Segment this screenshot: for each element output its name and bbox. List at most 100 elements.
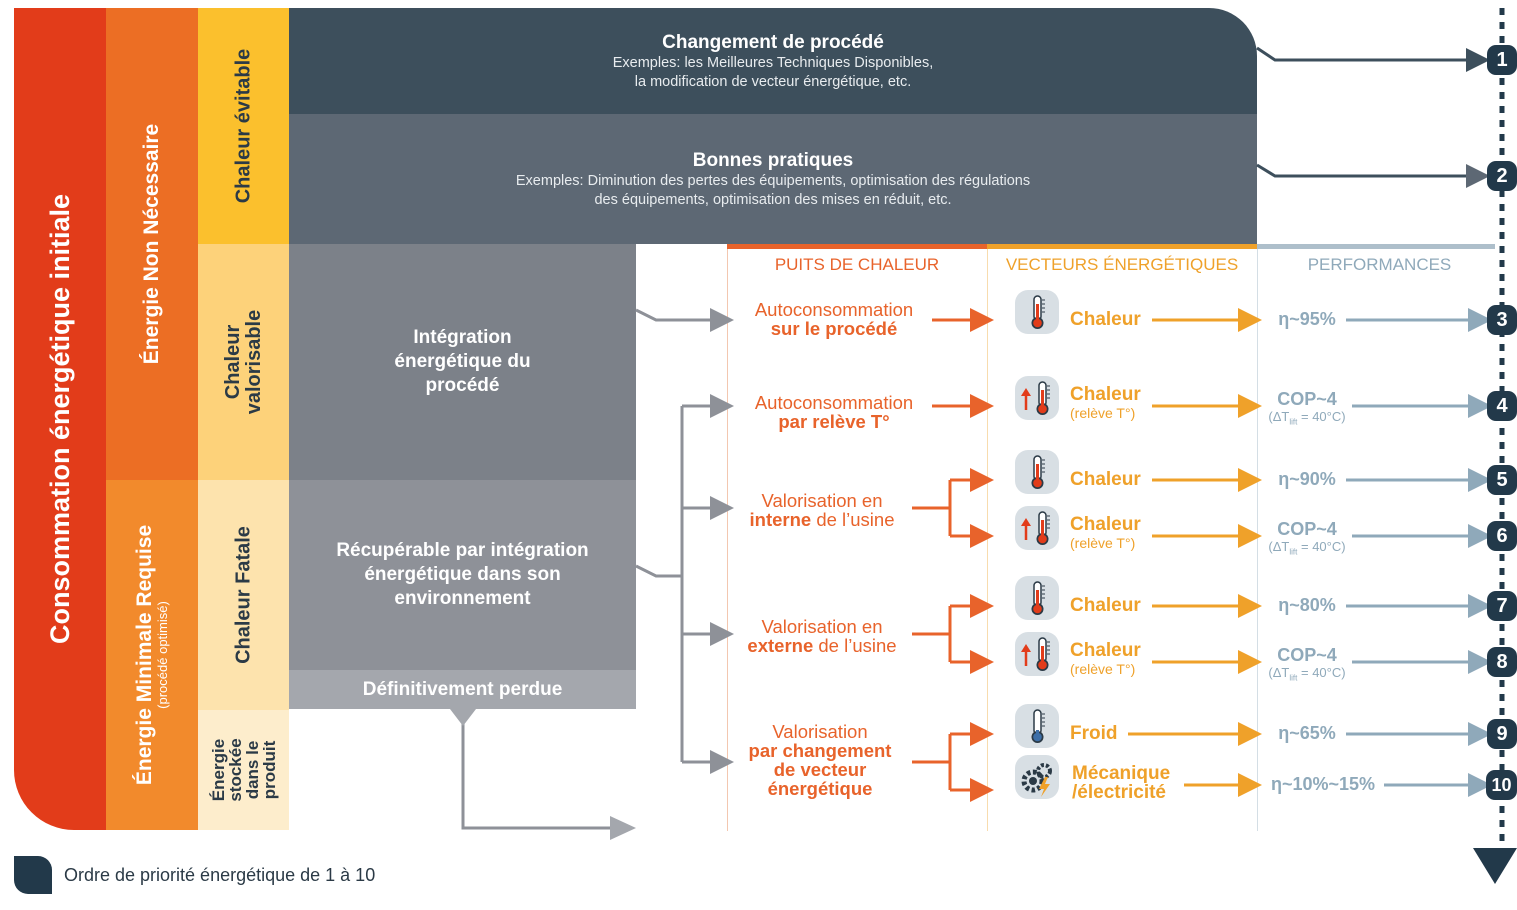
performance-condition: (ΔTlift = 40°C) xyxy=(1268,539,1346,557)
performance-main: COP~4 xyxy=(1277,645,1337,665)
vector-name: Mécanique xyxy=(1072,763,1171,784)
blue-arrow-heads xyxy=(1468,308,1492,797)
vector-label: Froid xyxy=(1070,724,1118,743)
priority-number: 9 xyxy=(1487,719,1517,749)
separator-1 xyxy=(727,249,728,831)
vector-name: Chaleur xyxy=(1070,384,1141,405)
thermometer-lift-icon xyxy=(1015,632,1059,676)
priority-number: 6 xyxy=(1487,521,1517,551)
sinks-header-line xyxy=(727,244,987,249)
sink-vector-change: Valorisation par changement de vecteur é… xyxy=(748,721,892,799)
priority-number: 10 xyxy=(1486,770,1517,800)
performance-main: COP~4 xyxy=(1277,389,1337,409)
sinks-header: PUITS DE CHALEUR xyxy=(774,255,940,274)
separator-3 xyxy=(1257,249,1258,831)
recoverable-box: Récupérable par intégration énergétique … xyxy=(289,480,636,670)
vector-label: Chaleur xyxy=(1070,596,1141,615)
sink-internal: Valorisation en interne de l’usine xyxy=(749,490,895,530)
good-practices-banner: Bonnes pratiques Exemples: Diminution de… xyxy=(289,114,1257,244)
col-stored-energy: Énergie stockée dans le produit xyxy=(198,710,289,830)
priority-number: 3 xyxy=(1487,305,1517,335)
process-change-title: Changement de procédé xyxy=(662,32,884,53)
vector-name: Chaleur xyxy=(1070,595,1141,616)
performance-value: COP~4(ΔTlift = 40°C) xyxy=(1262,390,1352,432)
lost-label: Définitivement perdue xyxy=(362,678,563,700)
sink-external: Valorisation en externe de l’usine xyxy=(747,616,897,656)
priority-number: 8 xyxy=(1487,647,1517,677)
performance-value: COP~4(ΔTlift = 40°C) xyxy=(1262,520,1352,562)
good-practices-line1: Exemples: Diminution des pertes des équi… xyxy=(515,173,1031,189)
good-practices-title: Bonnes pratiques xyxy=(692,150,854,171)
process-change-banner: Changement de procédé Exemples: les Meil… xyxy=(289,8,1257,114)
legend-label: Ordre de priorité énergétique de 1 à 10 xyxy=(64,865,376,885)
grey-flows xyxy=(461,308,712,830)
priority-number: 7 xyxy=(1487,591,1517,621)
col-fatal-heat: Chaleur Fatale xyxy=(198,480,289,710)
performance-main: COP~4 xyxy=(1277,519,1337,539)
vectors-header-line xyxy=(987,244,1257,249)
lost-box: Définitivement perdue xyxy=(289,670,636,709)
vector-sublabel: (relève T°) xyxy=(1070,661,1136,677)
vector-sublabel: /électricité xyxy=(1072,782,1166,803)
separator-2 xyxy=(987,249,988,831)
performance-value: η~65% xyxy=(1262,724,1352,742)
performance-condition: (ΔTlift = 40°C) xyxy=(1268,409,1346,427)
performance-main: η~10%~15% xyxy=(1270,774,1376,794)
sink-self-lift: Autoconsommation par relève T° xyxy=(754,392,914,432)
vector-label: Chaleur(relève T°) xyxy=(1070,385,1141,423)
thermometer-icon xyxy=(1015,290,1059,334)
perf-header-line xyxy=(1257,244,1495,249)
blue-flows xyxy=(1346,318,1472,787)
vector-label: Chaleur xyxy=(1070,470,1141,489)
cold-thermometer-icon xyxy=(1015,704,1059,748)
performance-header: PERFORMANCES xyxy=(1307,255,1452,274)
performance-value: η~10%~15% xyxy=(1262,775,1384,793)
arrow-head-1 xyxy=(1466,48,1490,72)
vector-label: Mécanique/électricité xyxy=(1072,764,1170,802)
good-practices-line2: des équipements, optimisation des mises … xyxy=(594,192,952,208)
performance-main: η~90% xyxy=(1278,469,1336,489)
legend-swatch xyxy=(14,856,52,894)
col-unnecessary-energy: Énergie Non Nécessaire xyxy=(106,8,198,480)
gear-lightning-icon xyxy=(1015,755,1059,799)
thermometer-icon xyxy=(1015,576,1059,620)
amber-arrow-heads xyxy=(1238,308,1262,797)
vector-name: Froid xyxy=(1070,723,1118,744)
vector-name: Chaleur xyxy=(1070,469,1141,490)
process-change-line2: la modification de vecteur énergétique, … xyxy=(634,74,912,90)
col-minimal-energy: Énergie Minimale Requise (procédé optimi… xyxy=(106,480,198,830)
performance-value: COP~4(ΔTlift = 40°C) xyxy=(1262,646,1352,688)
performance-condition: (ΔTlift = 40°C) xyxy=(1268,665,1346,683)
priority-scale-arrow xyxy=(1473,848,1517,884)
integration-box: Intégration énergétique du procédé xyxy=(289,244,636,480)
performance-value: η~80% xyxy=(1262,596,1352,614)
arrow-head-2 xyxy=(1466,164,1490,188)
priority-number: 4 xyxy=(1487,391,1517,421)
sink-self-process: Autoconsommation sur le procédé xyxy=(754,299,914,339)
amber-flows xyxy=(1128,318,1240,787)
performance-value: η~90% xyxy=(1262,470,1352,488)
performance-main: η~65% xyxy=(1278,723,1336,743)
header-arrows xyxy=(1256,46,1470,178)
thermometer-lift-icon xyxy=(1015,376,1059,420)
vector-label: Chaleur(relève T°) xyxy=(1070,641,1141,679)
vector-name: Chaleur xyxy=(1070,514,1141,535)
col-initial-consumption: Consommation énergétique initiale xyxy=(14,8,106,830)
performance-main: η~80% xyxy=(1278,595,1336,615)
orange-arrow-heads xyxy=(970,308,994,802)
recoverable-label: Récupérable par intégration énergétique … xyxy=(336,540,589,609)
priority-number: 1 xyxy=(1487,45,1517,75)
priority-number: 5 xyxy=(1487,465,1517,495)
performance-main: η~95% xyxy=(1278,309,1336,329)
vector-label: Chaleur xyxy=(1070,310,1141,329)
vector-name: Chaleur xyxy=(1070,640,1141,661)
col-valorisable-heat: Chaleur valorisable xyxy=(198,244,289,480)
grey-arrow-heads xyxy=(610,308,734,840)
orange-flows xyxy=(912,318,972,792)
vector-sublabel: (relève T°) xyxy=(1070,535,1136,551)
process-change-line1: Exemples: les Meilleures Techniques Disp… xyxy=(612,55,934,71)
vectors-header: VECTEURS ÉNERGÉTIQUES xyxy=(1005,255,1239,274)
performance-value: η~95% xyxy=(1262,310,1352,328)
vector-name: Chaleur xyxy=(1070,309,1141,330)
